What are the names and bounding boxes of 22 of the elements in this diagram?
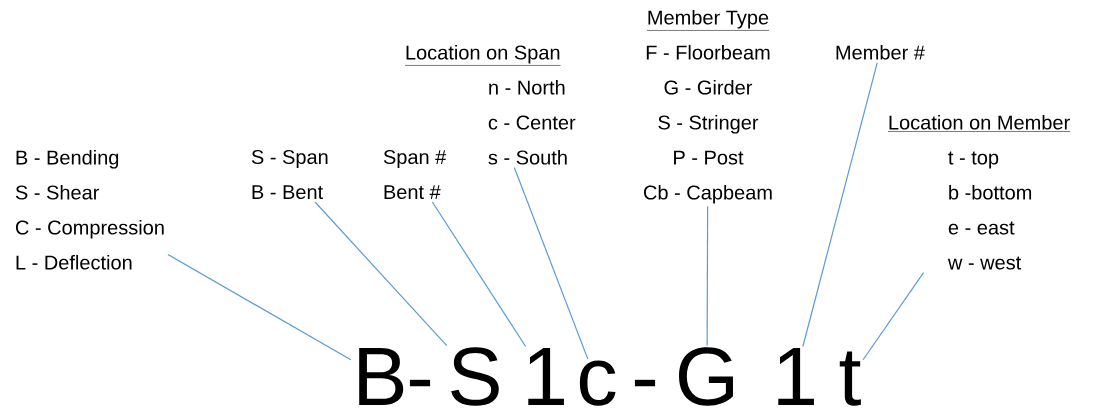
legend-text: B - Bending S - Shear C - Compression L - Deflection bbox=[15, 149, 164, 270]
code-character: B bbox=[359, 348, 404, 405]
code-character: 1 bbox=[778, 348, 814, 405]
legend-text: S - Span B - Bent bbox=[251, 149, 328, 200]
leader-line bbox=[431, 201, 527, 348]
leader-line bbox=[802, 61, 878, 348]
code-key-list: Member Type F - Floorbeam G - Girder S - Stringer P - Post Cb - Capbeam bbox=[644, 9, 772, 204]
leader-line bbox=[706, 205, 709, 347]
code-key-list: Location on Member t - top b -bottom e - east w - west bbox=[887, 114, 1071, 270]
code-dash: - bbox=[409, 379, 431, 387]
leader-line bbox=[167, 253, 352, 361]
code-dash: - bbox=[634, 379, 656, 387]
code-character: 1 bbox=[528, 348, 564, 405]
code-character: c bbox=[579, 360, 616, 406]
leader-line bbox=[862, 271, 925, 361]
leader-line bbox=[314, 201, 448, 347]
code-character: t bbox=[839, 351, 861, 406]
code-character: G bbox=[679, 347, 733, 406]
code-character: S bbox=[451, 347, 499, 406]
legend-text: Member # bbox=[836, 44, 925, 60]
legend-text: Span # Bent # bbox=[383, 149, 447, 200]
leader-line bbox=[513, 166, 589, 360]
